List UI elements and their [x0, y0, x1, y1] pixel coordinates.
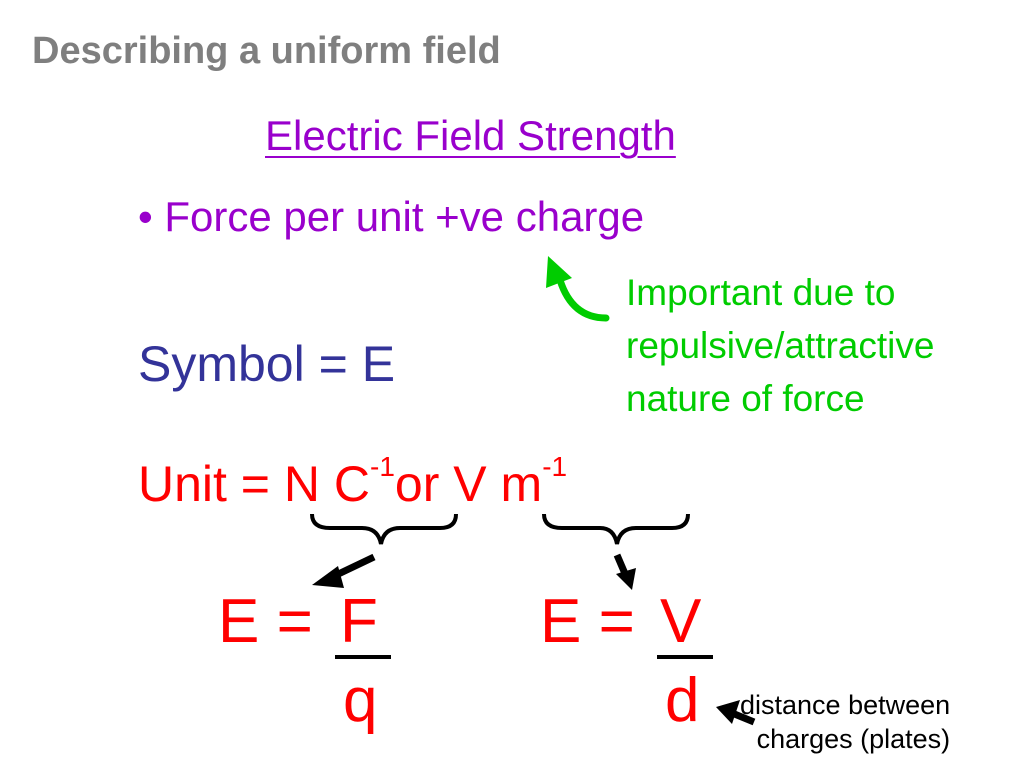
brace-right-icon	[542, 513, 690, 545]
arrowhead-eq2-icon	[616, 568, 636, 590]
eq1-fraction-bar	[335, 655, 391, 659]
green-curved-arrow-icon	[556, 276, 610, 322]
unit-line: Unit = N C-1or V m-1	[138, 451, 567, 513]
symbol-line: Symbol = E	[138, 336, 396, 392]
distance-note-line-2: charges (plates)	[756, 724, 951, 754]
unit-newton-per-coulomb: N C	[283, 456, 371, 512]
unit-exponent-2: -1	[542, 451, 568, 482]
eq2-numerator: V	[660, 587, 702, 656]
eq1-numerator: F	[340, 587, 378, 656]
eq1-lhs: E =	[218, 587, 313, 656]
unit-volt-per-metre: V m	[453, 456, 543, 512]
eq2-denominator: d	[665, 666, 700, 735]
eq2-fraction-bar	[657, 655, 713, 659]
importance-note: Important due to repulsive/attractive na…	[626, 266, 934, 425]
distance-note-line-1: distance between	[740, 690, 951, 720]
green-arrowhead-icon	[546, 256, 572, 288]
arrowhead-d-icon	[716, 700, 740, 724]
definition-bullet: • Force per unit +ve charge	[138, 193, 645, 240]
arrowhead-eq1-icon	[312, 566, 344, 588]
distance-note: distance between charges (plates)	[740, 688, 950, 756]
brace-left-icon	[310, 513, 458, 545]
eq2-lhs: E =	[540, 587, 635, 656]
eq1-denominator: q	[343, 666, 378, 735]
slide-title: Describing a uniform field	[32, 30, 501, 72]
unit-or: or	[394, 456, 454, 512]
note-line-1: Important due to	[626, 272, 896, 313]
note-line-2: repulsive/attractive	[626, 325, 935, 366]
unit-prefix: Unit =	[138, 456, 284, 512]
note-line-3: nature of force	[626, 378, 865, 419]
arrow-to-d-icon	[730, 709, 756, 726]
section-heading: Electric Field Strength	[265, 112, 676, 159]
unit-exponent-1: -1	[370, 451, 395, 482]
